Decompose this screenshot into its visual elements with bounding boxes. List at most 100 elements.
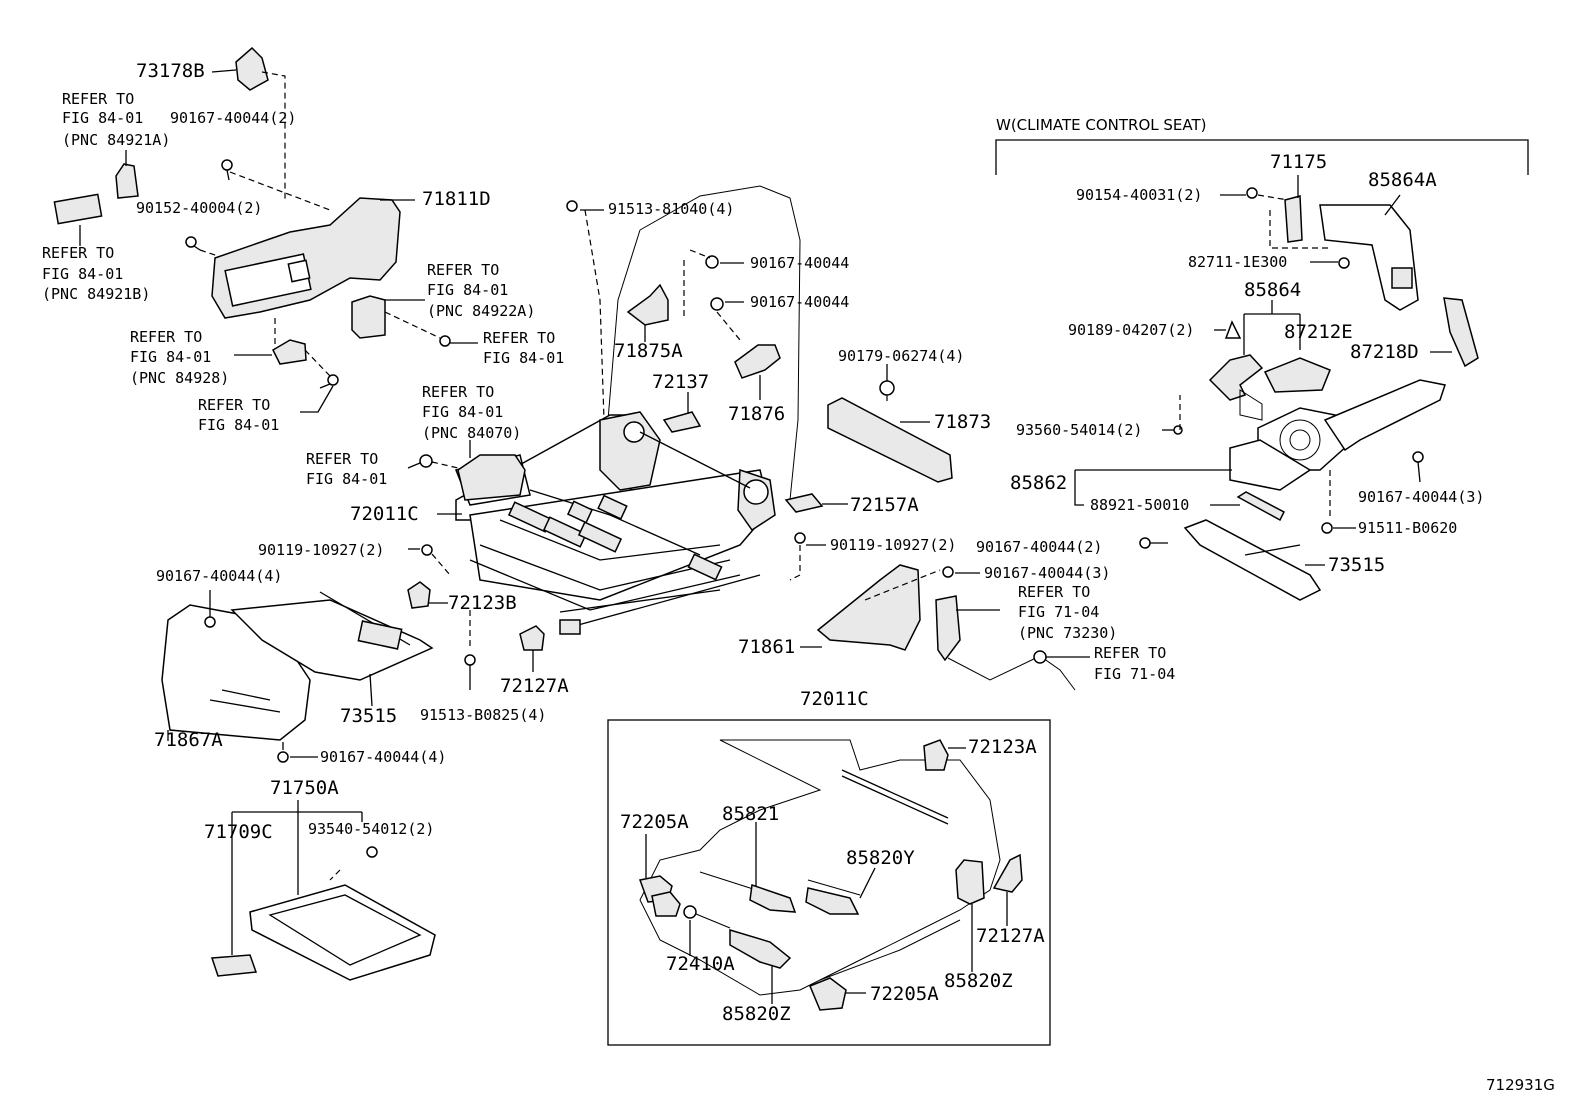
- part-switch-block: [53, 193, 103, 225]
- label-85864: 85864: [1244, 279, 1301, 301]
- label-refer-pnc: (PNC 84070): [422, 424, 521, 442]
- part-85862: [1229, 439, 1312, 491]
- connector-icon: [683, 905, 697, 919]
- labels: 73178B REFER TO FIG 84-01 (PNC 84921A) 9…: [42, 60, 1555, 1094]
- label-71861: 71861: [738, 636, 795, 658]
- screw-icon: [1246, 187, 1258, 199]
- label-90179-06274-4: 90179-06274(4): [838, 347, 964, 365]
- part-72137: [662, 411, 702, 433]
- clip-icon: [1224, 320, 1242, 339]
- label-71811D: 71811D: [422, 188, 491, 210]
- label-71867A: 71867A: [154, 729, 223, 751]
- part-85820Z-right: [955, 859, 985, 905]
- label-refer-to: REFER TO: [1018, 583, 1090, 601]
- label-85821: 85821: [722, 803, 779, 825]
- part-71873: [827, 397, 953, 483]
- label-90167-40044-4: 90167-40044(4): [156, 567, 282, 585]
- label-refer-fig: FIG 84-01: [62, 109, 143, 127]
- screw-icon: [1139, 537, 1151, 549]
- label-73515: 73515: [1328, 554, 1385, 576]
- screw-icon: [1412, 451, 1424, 463]
- part-71709C-clip: [210, 954, 258, 977]
- label-72157A: 72157A: [850, 494, 919, 516]
- label-82711-1E300: 82711-1E300: [1188, 253, 1287, 271]
- part-72127A-inset: [992, 853, 1023, 893]
- part-87218D: [1443, 297, 1479, 368]
- label-72127A: 72127A: [976, 925, 1045, 947]
- label-72127A: 72127A: [500, 675, 569, 697]
- label-71875A: 71875A: [614, 340, 683, 362]
- label-85820Z: 85820Z: [944, 970, 1013, 992]
- label-refer-to: REFER TO: [42, 244, 114, 262]
- label-refer-fig: FIG 71-04: [1018, 603, 1099, 621]
- label-91513-81040-4: 91513-81040(4): [608, 200, 734, 218]
- inset-frame: [607, 719, 1051, 1046]
- part-84922A: [351, 295, 386, 339]
- label-90167-40044-4: 90167-40044(4): [320, 748, 446, 766]
- label-refer-to: REFER TO: [198, 396, 270, 414]
- label-90119-10927-2: 90119-10927(2): [830, 536, 956, 554]
- label-85864A: 85864A: [1368, 169, 1437, 191]
- label-90167-40044: 90167-40044: [750, 293, 849, 311]
- part-72123A: [923, 739, 949, 771]
- label-figure-code: 712931G: [1486, 1076, 1555, 1094]
- seat-back-outline: [639, 185, 801, 501]
- part-72127A: [519, 625, 545, 651]
- part-blower-duct: [1323, 379, 1446, 452]
- connector-icon: [1033, 650, 1047, 664]
- label-85862: 85862: [1010, 472, 1067, 494]
- part-71861: [816, 564, 921, 651]
- label-72205A: 72205A: [620, 811, 689, 833]
- part-84928: [272, 339, 307, 365]
- part-72123B: [407, 581, 431, 609]
- label-refer-pnc: (PNC 84921B): [42, 285, 150, 303]
- label-72137: 72137: [652, 371, 709, 393]
- screw-icon: [1173, 425, 1183, 435]
- label-85820Z: 85820Z: [722, 1003, 791, 1025]
- label-climate-group-title: W(CLIMATE CONTROL SEAT): [996, 116, 1207, 134]
- bolt-icon: [464, 654, 476, 690]
- label-72011C: 72011C: [350, 503, 419, 525]
- label-90189-04207-2: 90189-04207(2): [1068, 321, 1194, 339]
- label-71709C: 71709C: [204, 821, 273, 843]
- label-refer-to: REFER TO: [130, 328, 202, 346]
- label-refer-pnc: (PNC 84921A): [62, 131, 170, 149]
- label-refer-fig: FIG 84-01: [42, 265, 123, 283]
- label-refer-pnc: (PNC 84928): [130, 369, 229, 387]
- screw-icon: [204, 616, 216, 628]
- label-refer-fig: FIG 84-01: [306, 470, 387, 488]
- label-refer-fig: FIG 84-01: [130, 348, 211, 366]
- part-84070: [457, 454, 526, 501]
- label-refer-pnc: (PNC 84922A): [427, 302, 535, 320]
- label-refer-to: REFER TO: [422, 383, 494, 401]
- part-87212E: [1263, 357, 1331, 393]
- label-refer-fig: FIG 84-01: [483, 349, 564, 367]
- label-71876: 71876: [728, 403, 785, 425]
- part-72205A-bottom: [809, 977, 847, 1011]
- label-refer-to: REFER TO: [1094, 644, 1166, 662]
- part-72205A-left2: [651, 891, 681, 917]
- label-refer-fig: FIG 84-01: [422, 403, 503, 421]
- label-refer-pnc: (PNC 73230): [1018, 624, 1117, 642]
- part-85820Z-left: [729, 928, 792, 969]
- screw-icon: [419, 454, 433, 468]
- part-switch-knob: [115, 163, 139, 199]
- screw-icon: [185, 236, 201, 251]
- label-85820Y: 85820Y: [846, 847, 915, 869]
- label-inset-title: 72011C: [800, 688, 869, 710]
- label-72123A: 72123A: [968, 736, 1037, 758]
- label-88921-50010: 88921-50010: [1090, 496, 1189, 514]
- part-seatbelt-buckle: [935, 595, 961, 662]
- label-90152-40004-2: 90152-40004(2): [136, 199, 262, 217]
- screw-icon: [566, 200, 578, 212]
- label-93540-54012-2: 93540-54012(2): [308, 820, 434, 838]
- label-refer-to: REFER TO: [62, 90, 134, 108]
- label-73515: 73515: [340, 705, 397, 727]
- part-71175: [1284, 195, 1303, 243]
- label-73178B: 73178B: [136, 60, 205, 82]
- label-72123B: 72123B: [448, 592, 517, 614]
- label-refer-fig: FIG 71-04: [1094, 665, 1175, 683]
- label-90154-40031-2: 90154-40031(2): [1076, 186, 1202, 204]
